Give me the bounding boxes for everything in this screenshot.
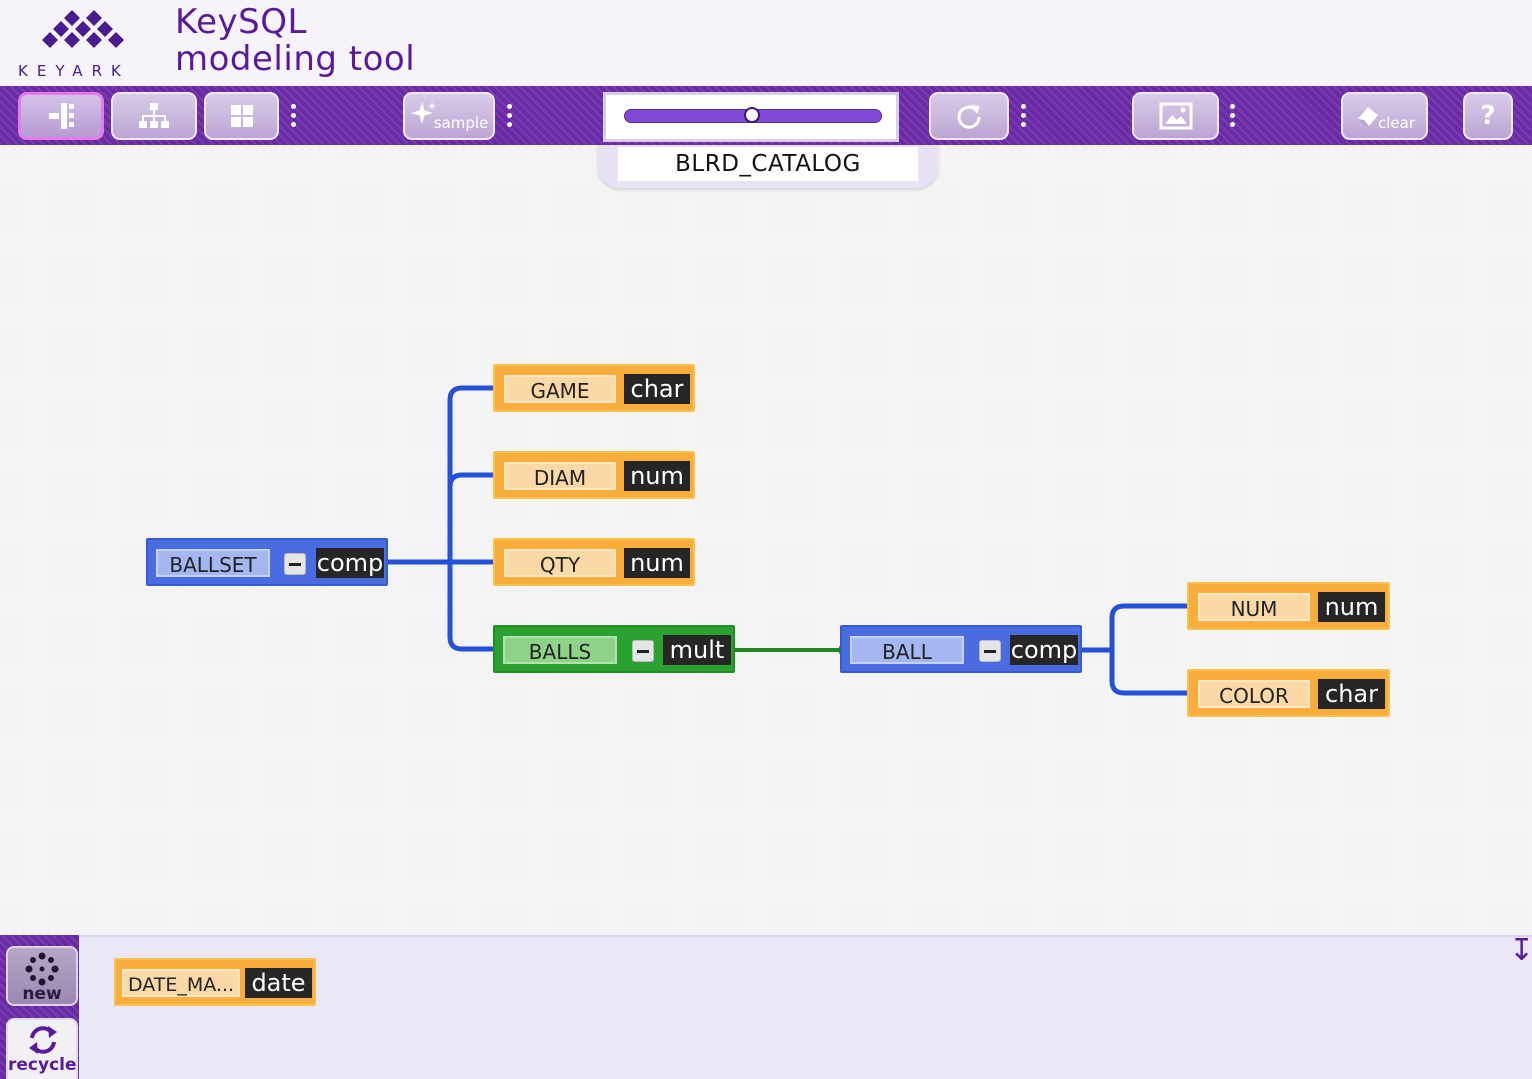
collapse-icon[interactable] xyxy=(284,553,306,575)
image-icon xyxy=(1159,102,1192,130)
zoom-slider-thumb[interactable] xyxy=(744,107,760,123)
help-button[interactable]: ? xyxy=(1463,92,1513,140)
new-label: new xyxy=(22,984,62,1004)
eraser-icon xyxy=(1357,107,1378,126)
sample-label: sample xyxy=(433,114,489,132)
tree-view-icon xyxy=(49,103,74,129)
refresh-icon xyxy=(957,105,981,129)
recycle-button[interactable]: recycle xyxy=(6,1018,78,1079)
recycle-icon xyxy=(29,1026,57,1054)
image-export-button[interactable] xyxy=(1132,92,1219,140)
node-type[interactable]: comp xyxy=(316,548,384,578)
palette-node-date[interactable]: DATE_MA... date xyxy=(114,958,316,1006)
node-diam[interactable]: DIAM num xyxy=(493,451,695,499)
node-game[interactable]: GAME char xyxy=(493,364,695,412)
node-name[interactable]: GAME xyxy=(504,375,616,403)
node-name[interactable]: DIAM xyxy=(504,462,616,490)
node-name[interactable]: BALLSET xyxy=(156,549,270,577)
grid-icon xyxy=(230,105,253,127)
node-type[interactable]: date xyxy=(245,968,312,998)
node-num[interactable]: NUM num xyxy=(1187,582,1390,630)
refresh-options-menu[interactable] xyxy=(1021,104,1027,130)
new-node-button[interactable]: new xyxy=(6,946,78,1006)
keyark-logo xyxy=(42,10,124,48)
node-type[interactable]: num xyxy=(624,548,690,578)
hierarchy-view-button[interactable] xyxy=(111,92,197,140)
node-type[interactable]: mult xyxy=(663,635,731,665)
help-icon: ? xyxy=(1480,101,1496,131)
recycle-label: recycle xyxy=(8,1055,77,1075)
image-options-menu[interactable] xyxy=(1230,104,1236,130)
link-ballset-game xyxy=(387,384,502,565)
node-type[interactable]: char xyxy=(1318,679,1385,709)
node-ballset[interactable]: BALLSET comp xyxy=(146,538,388,586)
zoom-slider-box xyxy=(603,92,899,142)
node-color[interactable]: COLOR char xyxy=(1187,669,1390,717)
clear-label: clear xyxy=(1377,114,1415,132)
node-name[interactable]: QTY xyxy=(504,549,616,577)
app-header: KEYARK KeySQL modeling tool xyxy=(0,0,1532,86)
sparkle-icon xyxy=(410,102,436,124)
node-name[interactable]: DATE_MA... xyxy=(122,969,240,997)
link-ballset-balls xyxy=(387,559,502,653)
node-type[interactable]: num xyxy=(624,461,690,491)
more-options-menu[interactable] xyxy=(291,104,297,130)
burst-icon xyxy=(25,952,59,986)
app-title: KeySQL modeling tool xyxy=(175,4,415,78)
node-type[interactable]: comp xyxy=(1010,635,1078,665)
grid-view-button[interactable] xyxy=(204,92,279,140)
node-name[interactable]: COLOR xyxy=(1198,680,1310,708)
collapse-icon[interactable] xyxy=(979,640,1001,662)
node-type[interactable]: num xyxy=(1318,592,1385,622)
tree-view-button[interactable] xyxy=(18,92,104,140)
node-qty[interactable]: QTY num xyxy=(493,538,695,586)
node-balls[interactable]: BALLS mult xyxy=(493,625,735,673)
collapse-icon[interactable] xyxy=(632,640,654,662)
link-ballset-diam xyxy=(387,471,502,565)
clear-button[interactable]: clear xyxy=(1341,92,1428,140)
app-title-line1: KeySQL xyxy=(175,2,307,42)
refresh-button[interactable] xyxy=(929,92,1009,140)
node-name[interactable]: NUM xyxy=(1198,593,1310,621)
node-name[interactable]: BALL xyxy=(850,636,964,664)
palette-panel xyxy=(0,935,1532,1079)
link-ball-num xyxy=(1082,602,1196,653)
link-ball-color xyxy=(1082,647,1196,697)
main-toolbar: sample clear ? xyxy=(0,86,1532,145)
hierarchy-icon xyxy=(139,103,169,128)
node-ball[interactable]: BALL comp xyxy=(840,625,1082,673)
schema-name-field[interactable]: BLRD_CATALOG xyxy=(618,147,918,181)
diagram-canvas[interactable] xyxy=(0,145,1532,935)
node-type[interactable]: char xyxy=(624,374,690,404)
sample-button[interactable]: sample xyxy=(403,92,495,140)
logo-wordmark: KEYARK xyxy=(18,62,130,80)
app-title-line2: modeling tool xyxy=(175,39,416,79)
sample-options-menu[interactable] xyxy=(507,104,513,130)
node-name[interactable]: BALLS xyxy=(503,636,617,664)
schema-name-tab: BLRD_CATALOG xyxy=(598,145,938,188)
down-arrow-icon[interactable]: ↧ xyxy=(1509,933,1532,968)
